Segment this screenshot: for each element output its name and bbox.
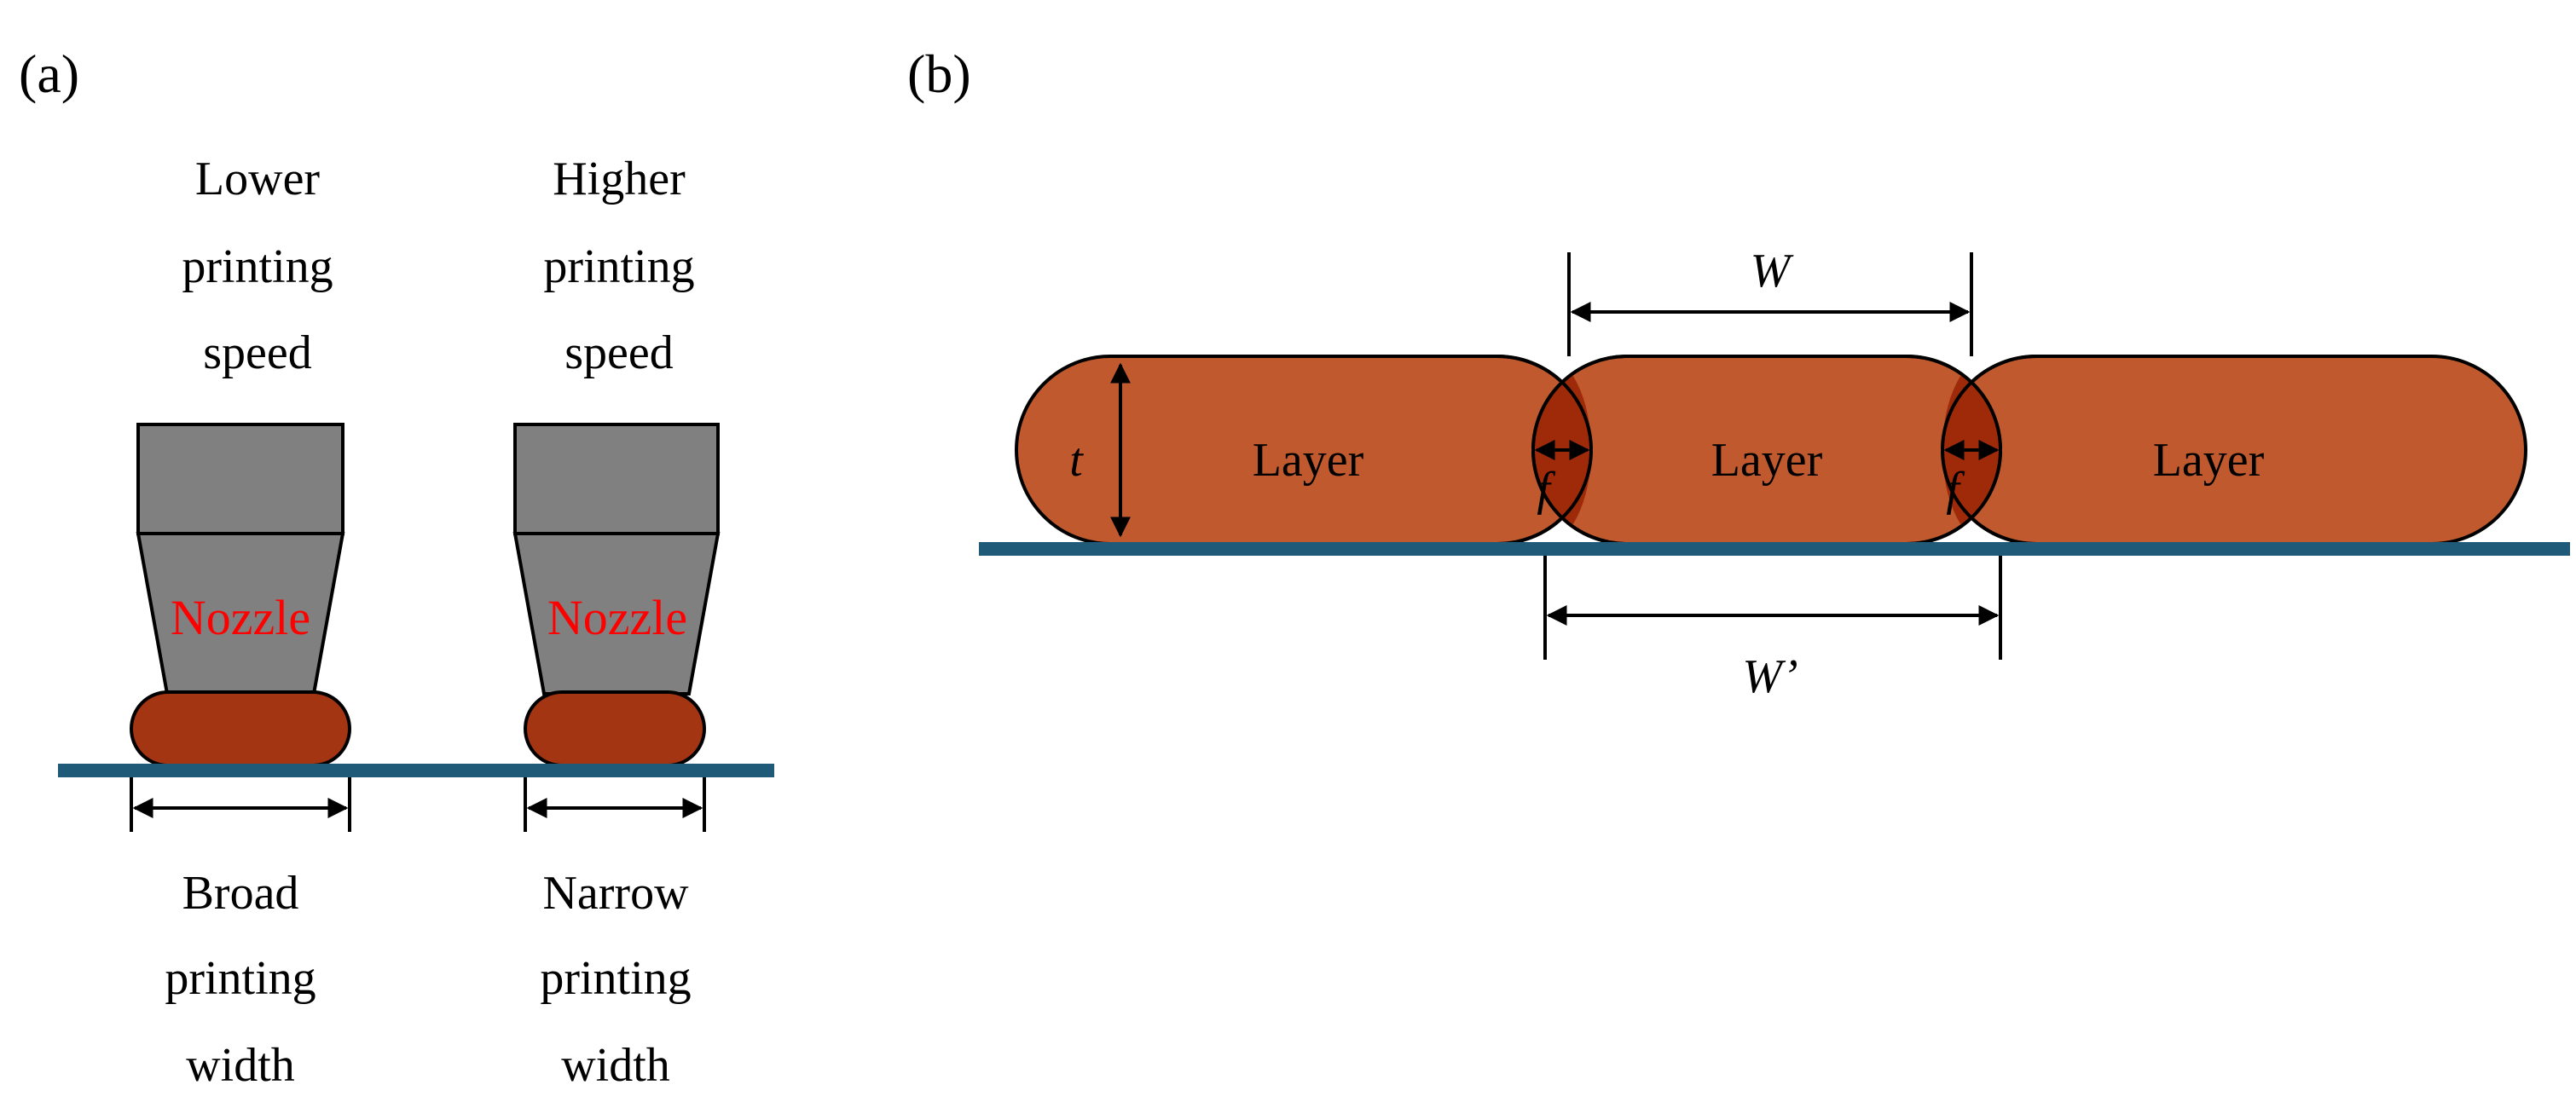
effective-width-symbol: W’: [1742, 650, 1797, 703]
left-speed-line-3: speed: [203, 326, 312, 379]
right-speed-line-1: Higher: [553, 153, 686, 205]
right-width-line-2: printing: [540, 952, 691, 1005]
left-speed-line-2: printing: [182, 240, 333, 293]
left-nozzle-label: Nozzle: [171, 590, 310, 645]
right-nozzle-label: Nozzle: [547, 590, 687, 645]
right-width-line-3: width: [561, 1039, 670, 1092]
layer-1-label: Layer: [1253, 434, 1364, 487]
right-nozzle: Nozzle: [512, 423, 721, 696]
panel-a-label: (a): [19, 43, 79, 104]
left-width-line-3: width: [186, 1039, 295, 1092]
width-dimension: [1567, 252, 1973, 356]
effective-width-dimension: [1543, 556, 2002, 660]
left-speed-line-1: Lower: [195, 153, 321, 205]
left-nozzle: Nozzle: [136, 423, 345, 696]
right-speed-line-3: speed: [564, 326, 674, 379]
narrow-width-dimension: [524, 777, 706, 832]
right-deposited-bead: [524, 690, 706, 767]
panel-b-label: (b): [907, 43, 971, 104]
left-width-line-2: printing: [165, 952, 315, 1005]
layer-2-label: Layer: [1711, 434, 1823, 487]
left-deposited-bead: [130, 690, 351, 767]
right-speed-line-2: printing: [543, 240, 694, 293]
left-width-line-1: Broad: [182, 867, 299, 920]
width-symbol: W: [1751, 245, 1794, 297]
substrate-b: [979, 542, 2570, 556]
thickness-symbol: t: [1069, 434, 1084, 487]
right-width-line-1: Narrow: [542, 867, 689, 920]
substrate-a: [58, 764, 774, 777]
broad-width-dimension: [130, 777, 351, 832]
layer-3-label: Layer: [2153, 434, 2265, 487]
